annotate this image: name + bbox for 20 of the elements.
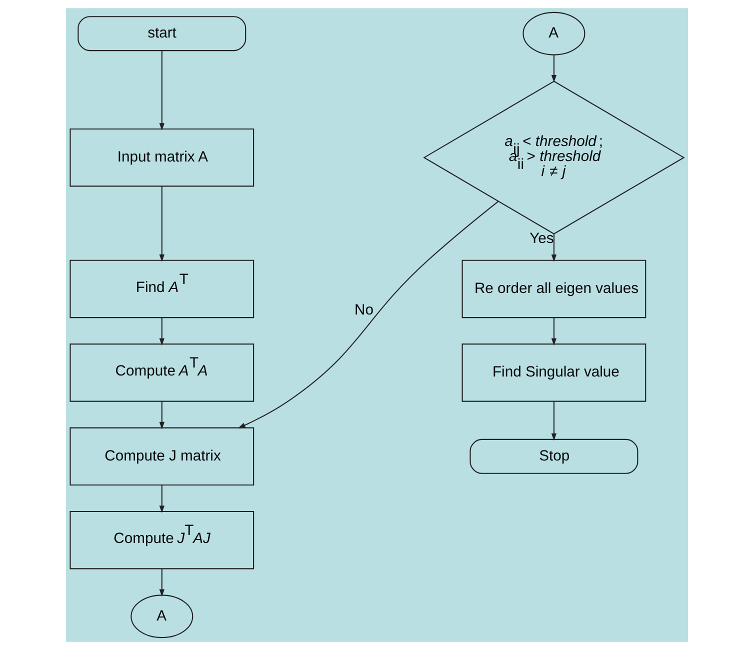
arrow — [550, 234, 556, 262]
arrow — [158, 401, 164, 430]
arrow — [158, 50, 164, 131]
node-box: Input matrix A — [69, 128, 254, 187]
node-box: Compute J matrix — [69, 427, 254, 486]
node-box: Stop — [469, 438, 638, 474]
arrow — [158, 186, 164, 262]
node-box: start — [77, 16, 246, 52]
arrow — [237, 201, 498, 428]
node-ellipse: A — [130, 594, 193, 638]
arrow — [550, 318, 556, 346]
arrow — [550, 401, 556, 441]
arrow — [158, 318, 164, 346]
arrow — [550, 55, 556, 82]
node-box: Find Singular value — [461, 344, 646, 402]
node-box: Re order all eigen values — [461, 260, 646, 318]
arrow — [158, 568, 164, 597]
edge-label: No — [354, 302, 374, 318]
node-ellipse: A — [522, 12, 585, 56]
arrow — [158, 485, 164, 514]
